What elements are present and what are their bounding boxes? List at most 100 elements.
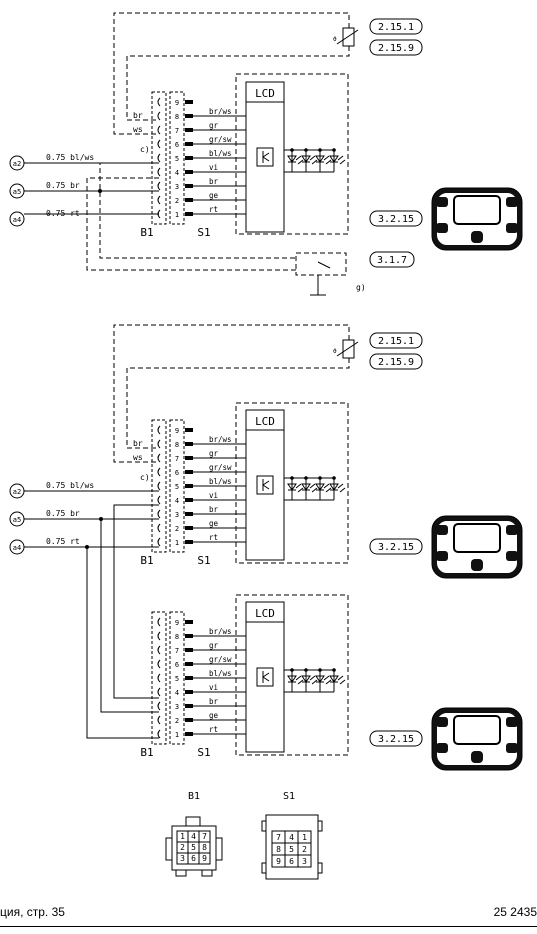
control-panel-1 [431, 187, 523, 251]
s1-pin-blade [185, 184, 193, 188]
lcd-driver-symbol [256, 667, 274, 687]
top-ref-3-2-15[interactable]: 3.2.15 [369, 210, 423, 227]
top-junction-dot [98, 189, 102, 193]
lcd-driver-symbol [256, 475, 274, 495]
pin-number: 7 [175, 647, 179, 655]
footer-rule [0, 926, 537, 927]
led-rays [295, 483, 304, 493]
ref-label: 2.15.9 [378, 357, 414, 368]
module-wire-label: ge [209, 711, 219, 720]
led-rays [309, 483, 318, 493]
ref-label: 2.15.1 [378, 22, 414, 33]
lcd-header [245, 601, 285, 623]
pin-cell-number: 5 [191, 843, 196, 852]
panel-button-icon [436, 197, 448, 207]
pin-number: 2 [175, 717, 179, 725]
b1-pin-socket [157, 467, 161, 477]
top-ref-2-15-9[interactable]: 2.15.9 [369, 39, 423, 56]
led-rays [295, 155, 304, 165]
module-wire-label: vi [209, 163, 218, 172]
control-panels [431, 187, 523, 771]
b1-pin-socket [157, 673, 161, 683]
middle-ref-2-15-9[interactable]: 2.15.9 [369, 353, 423, 370]
s1-strip [169, 419, 185, 553]
pin-number: 1 [175, 211, 179, 219]
b1-pin-socket [157, 97, 161, 107]
lcd-driver-symbol [256, 147, 274, 167]
pin-cell-number: 6 [191, 854, 196, 863]
module-wire-label: br/ws [209, 435, 232, 444]
panel-button-icon [506, 525, 518, 535]
top-switch: g) [310, 261, 366, 296]
pin-number: 5 [175, 155, 179, 163]
connector-b1-label: B1 [140, 226, 153, 239]
s1-pin-blade [185, 170, 193, 174]
led-rays [309, 155, 318, 165]
pin-cell-number: 5 [289, 845, 294, 854]
panel-button-icon [506, 551, 518, 561]
top-ref-2-15-1[interactable]: 2.15.1 [369, 18, 423, 35]
connector-b1-label: B1 [140, 746, 153, 759]
module-wire-label: br [209, 177, 219, 186]
panel-button-icon [506, 197, 518, 207]
lcd-header [245, 409, 285, 431]
middle-input-a5: a5 0.75 br [9, 509, 80, 527]
b1-pin-socket [157, 537, 161, 547]
s1-pin-blade [185, 540, 193, 544]
bottom-ref-3-2-15[interactable]: 3.2.15 [369, 730, 423, 747]
top-ref-3-1-7[interactable]: 3.1.7 [369, 251, 415, 268]
ref-label: 2.15.9 [378, 43, 414, 54]
s1-pin-blade [185, 648, 193, 652]
module-wire-label: vi [209, 683, 218, 692]
panel-power-icon [471, 751, 483, 763]
b1-pin-socket [157, 153, 161, 163]
middle-input-a4: a4 0.75 rt [9, 537, 80, 555]
cross-connect-junctions [85, 517, 103, 549]
b1-pin-socket [157, 617, 161, 627]
s1-pin-blade [185, 718, 193, 722]
footer-page-text: ция, стр. 35 [0, 905, 65, 919]
b1-pin-socket [157, 495, 161, 505]
svg-text:ϑ: ϑ [333, 36, 337, 43]
wire-label: 0.75 rt [46, 537, 80, 546]
connector-s1-label: S1 [197, 226, 210, 239]
module-wire-label: br/ws [209, 627, 232, 636]
pin-cell-number: 9 [276, 857, 281, 866]
pinout-b1-title: B1 [188, 791, 200, 802]
middle-temperature-sensor: ϑ [333, 339, 359, 359]
module-wire-label: gr/sw [209, 463, 232, 472]
b1-pin-socket [157, 715, 161, 725]
s1-pin-blade [185, 428, 193, 432]
pin-cell-number: 3 [302, 857, 307, 866]
pin-number: 1 [175, 731, 179, 739]
pin-cell-number: 4 [191, 832, 196, 841]
b1-pin-socket [157, 195, 161, 205]
s1-pin-blade [185, 100, 193, 104]
module-wire-label: rt [209, 533, 218, 542]
pin-cell-number: 1 [180, 832, 185, 841]
top-input-a4: a4 0.75 rt [9, 209, 80, 227]
module-wire-label: bl/ws [209, 669, 232, 678]
middle-c-note: c) [140, 473, 150, 482]
panel-button-icon [506, 223, 518, 233]
middle-ref-3-2-15[interactable]: 3.2.15 [369, 538, 423, 555]
module-wire-label: ge [209, 519, 219, 528]
s1-pin-blade [185, 498, 193, 502]
pin-number: 9 [175, 427, 179, 435]
top-c-note: c) [140, 145, 150, 154]
panel-screen [453, 523, 501, 553]
b1-pin-socket [157, 181, 161, 191]
b1-pin-socket [157, 481, 161, 491]
module-wire-label: br [209, 697, 219, 706]
middle-ref-2-15-1[interactable]: 2.15.1 [369, 332, 423, 349]
pin-cell-number: 3 [180, 854, 185, 863]
pin-number: 5 [175, 675, 179, 683]
s1-pin-blade [185, 198, 193, 202]
wire-label: 0.75 bl/ws [46, 153, 94, 162]
pin-number: 8 [175, 113, 179, 121]
pin-number: 4 [175, 169, 179, 177]
